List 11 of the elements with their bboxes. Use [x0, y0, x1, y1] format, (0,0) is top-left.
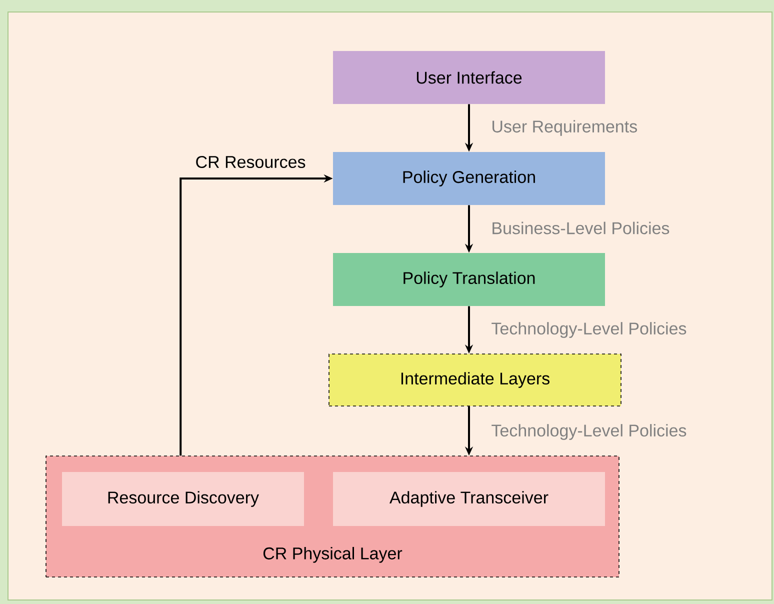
edge-label: Technology-Level Policies [492, 424, 686, 440]
edge-label: User Requirements [492, 120, 637, 136]
process-box: Resource Discovery [62, 472, 304, 526]
edge-label: CR Resources [196, 156, 306, 168]
process-box: User Interface [333, 51, 605, 104]
process-box: Policy Translation [333, 253, 605, 306]
process-box: Intermediate Layers [328, 354, 622, 406]
edge-label: Business-Level Policies [492, 222, 670, 234]
edge-label: Technology-Level Policies [492, 322, 686, 338]
process-box: Policy Generation [333, 152, 605, 205]
process-box: Adaptive Transceiver [333, 472, 605, 526]
